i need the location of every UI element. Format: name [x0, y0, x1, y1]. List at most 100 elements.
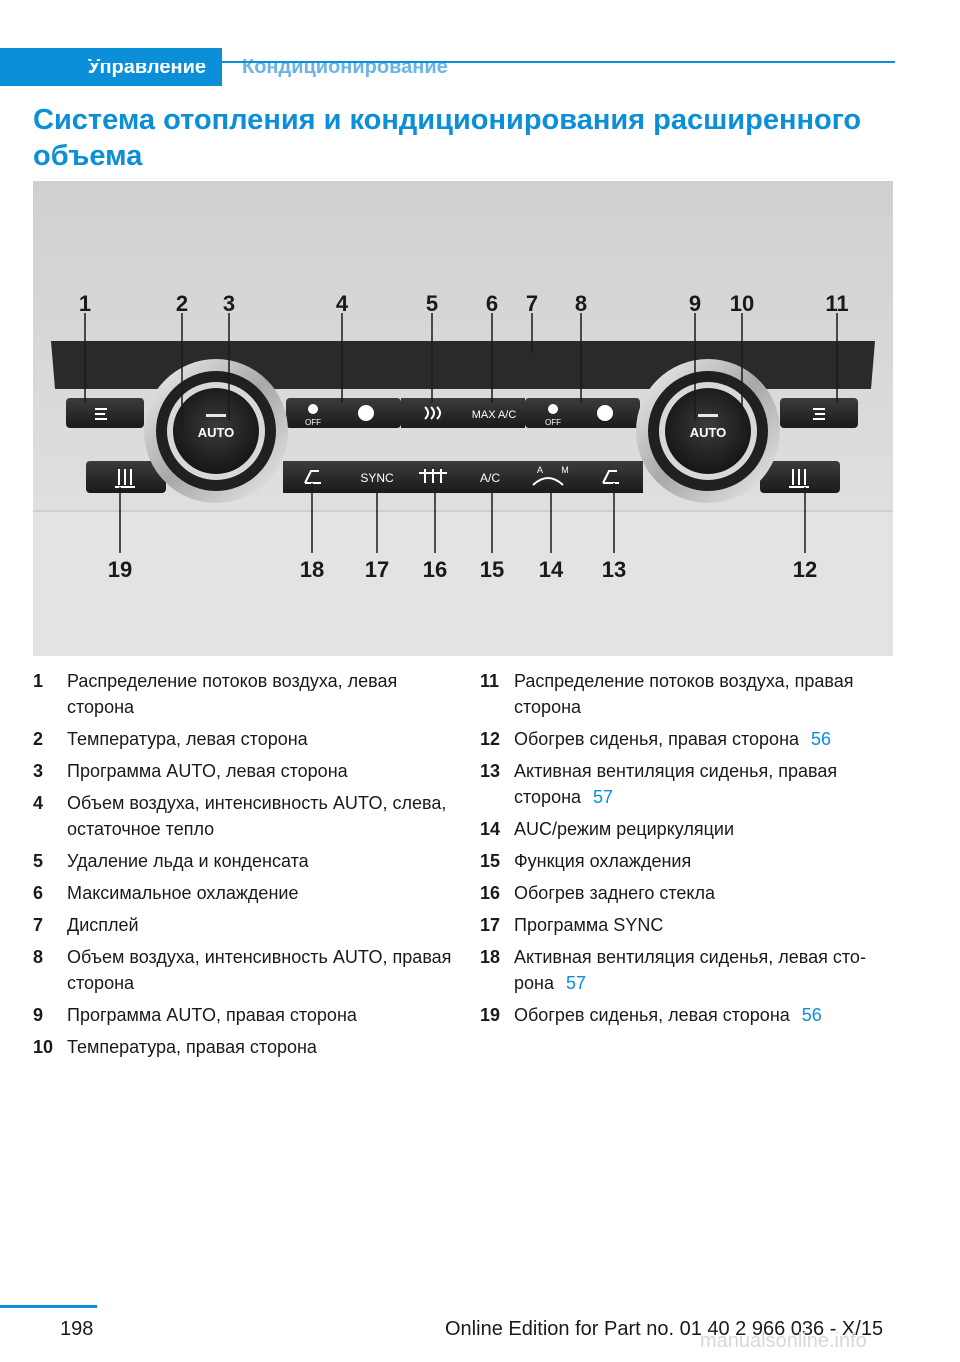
lower-panel — [33, 511, 893, 656]
callout-9: 9 — [689, 291, 701, 316]
legend-item: 19 Обогрев сиденья, левая сторона 56 — [480, 1002, 900, 1028]
callout-3: 3 — [223, 291, 235, 316]
legend-label: Распределение потоков воздуха, правая ст… — [514, 671, 854, 717]
callout-11: 11 — [825, 291, 848, 316]
page-ref-link[interactable]: 57 — [565, 973, 587, 993]
legend-text: Функция охлаждения — [514, 848, 900, 874]
callout-8: 8 — [575, 291, 587, 316]
fan-small-left-icon — [308, 404, 318, 414]
section-tab[interactable]: Управление — [0, 48, 222, 86]
legend-label: AUC/режим рециркуляции — [514, 819, 735, 839]
seat-vent-left-button[interactable] — [283, 461, 346, 493]
legend-item: 11 Распределение потоков воздуха, правая … — [480, 668, 900, 720]
rear-defrost-button[interactable] — [409, 461, 463, 493]
fan-large-left-icon — [358, 405, 374, 421]
seat-heat-left-icon — [115, 469, 135, 488]
callout-numbers: 1 2 3 4 5 6 7 8 9 10 11 19 18 17 16 15 1… — [79, 291, 849, 582]
legend-num: 7 — [33, 915, 44, 935]
legend-text: Температура, левая сторона — [67, 729, 308, 749]
legend-text: Максимальное охлаждение — [67, 883, 299, 903]
callout-10: 10 — [730, 291, 754, 316]
legend-num: 19 — [480, 1005, 501, 1025]
seat-vent-right-button[interactable] — [580, 461, 643, 493]
legend-text: Обогрев сиденья, левая сторона 56 — [514, 1002, 900, 1028]
legend-num: 8 — [33, 947, 44, 967]
legend-text: Объем воздуха, интенсивность AUTO, слева… — [67, 793, 447, 839]
legend-item: 13 Активная вентиляция сиденья, правая ст… — [480, 758, 900, 810]
recirc-m-label: M — [561, 465, 569, 475]
fan-left-button[interactable] — [286, 398, 401, 428]
legend-label: Программа SYNC — [514, 915, 664, 935]
callout-7: 7 — [526, 291, 538, 316]
fan-right-button[interactable] — [525, 398, 640, 428]
callout-13: 13 — [602, 557, 626, 582]
off-right-label: OFF — [545, 418, 561, 427]
max-ac-button[interactable] — [463, 398, 525, 428]
button-texts: OFF OFF MAX A/C SYNC A/C A M — [305, 409, 569, 485]
legend-text: AUC/режим рециркуляции — [514, 816, 900, 842]
legend-num: 12 — [480, 729, 501, 749]
watermark: manualsonline.info — [700, 1330, 867, 1352]
legend-label: Обогрев сиденья, левая сторона — [514, 1005, 790, 1025]
legend-num: 14 — [480, 819, 501, 839]
ac-button[interactable] — [463, 461, 517, 493]
rear-defrost-icon — [419, 469, 447, 483]
callout-1: 1 — [79, 291, 91, 316]
legend-label: Активная вентиляция сиденья, правая стор… — [514, 761, 838, 807]
legend-label: Активная вентиляция сиденья, левая сто­р… — [514, 947, 866, 993]
fan-glyphs — [308, 404, 613, 421]
legend-text: Дисплей — [67, 915, 139, 935]
subsection-tab[interactable]: Кондиционирование — [242, 55, 448, 78]
legend-item: 14 AUC/режим рециркуляции — [480, 816, 900, 842]
legend-item: 7 Дисплей — [33, 912, 453, 938]
auto-right-knob[interactable] — [665, 388, 751, 474]
legend-num: 10 — [33, 1037, 54, 1057]
header-rule — [0, 61, 895, 63]
legend-text: Программа AUTO, правая сторона — [67, 1005, 357, 1025]
legend-num: 1 — [33, 671, 44, 691]
page-number: 198 — [60, 1318, 94, 1340]
page-ref-link[interactable]: 56 — [801, 1005, 822, 1025]
legend-text: Температура, правая сторона — [67, 1037, 317, 1057]
callout-lines — [84, 313, 838, 553]
callout-16: 16 — [423, 557, 447, 582]
callout-5: 5 — [426, 291, 438, 316]
legend-text: Программа AUTO, левая сторона — [67, 761, 348, 781]
callout-6: 6 — [486, 291, 498, 316]
ac-label: A/C — [480, 471, 500, 485]
legend-num: 16 — [480, 883, 501, 903]
legend-label: Обогрев заднего стекла — [514, 883, 716, 903]
legend-num: 2 — [33, 729, 44, 749]
callout-19: 19 — [108, 557, 132, 582]
seat-heat-right-icon — [789, 469, 809, 488]
legend-num: 5 — [33, 851, 44, 871]
auto-left-knob[interactable] — [173, 388, 259, 474]
sync-button[interactable] — [346, 461, 409, 493]
page-ref-link[interactable]: 56 — [811, 729, 832, 749]
fan-large-right-icon — [597, 405, 613, 421]
footer-edition: Online Edition for Part no. 01 40 2 966 … — [445, 1318, 884, 1340]
legend-text: Обогрев заднего стекла — [514, 880, 900, 906]
page-number-rule — [0, 1305, 97, 1308]
knob-left-mark — [206, 414, 226, 417]
legend-right: 11 Распределение потоков воздуха, правая … — [480, 668, 900, 1034]
recirc-a-label: A — [537, 465, 543, 475]
page-ref-link[interactable]: 57 — [593, 787, 614, 807]
seat-vent-left-icon — [304, 470, 321, 484]
off-left-label: OFF — [305, 418, 321, 427]
page-header: Управление Кондиционирование — [0, 24, 895, 86]
legend-num: 11 — [480, 671, 500, 691]
legend-num: 13 — [480, 761, 501, 781]
callout-14: 14 — [539, 557, 564, 582]
